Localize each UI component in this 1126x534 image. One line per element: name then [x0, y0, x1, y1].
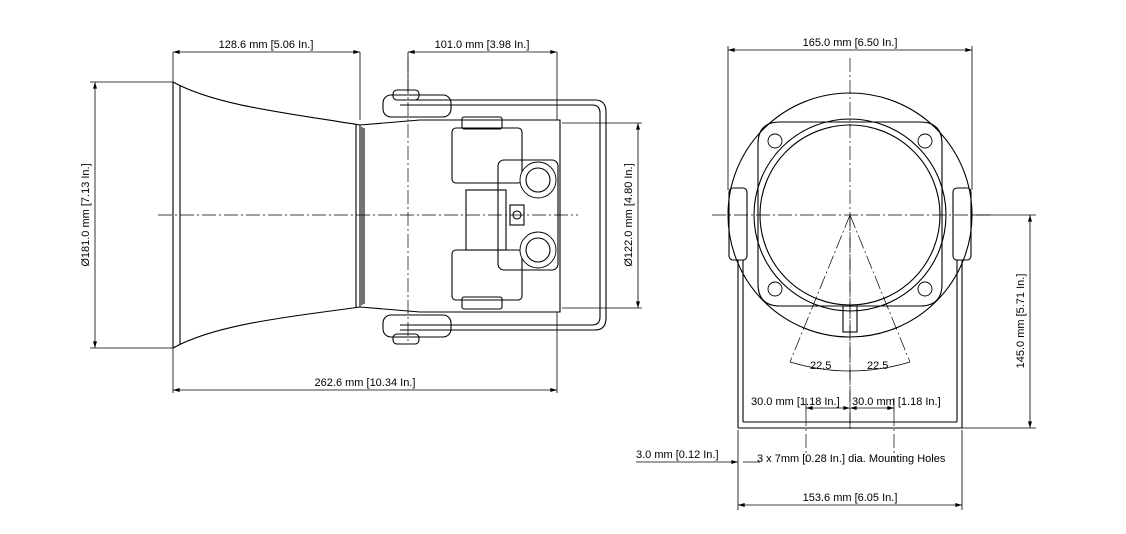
dim-overall-length: 262.6 mm [10.34 In.]	[172, 312, 558, 393]
dim-base-width-label: 153.6 mm [6.05 In.]	[803, 492, 898, 504]
side-view: 128.6 mm [5.06 In.] 101.0 mm [3.98 In.] …	[80, 39, 642, 393]
dim-front-height: 145.0 mm [5.71 In.]	[962, 214, 1036, 429]
dim-horn-length: 128.6 mm [5.06 In.]	[172, 39, 361, 120]
dim-body-diameter: Ø122.0 mm [4.80 In.]	[562, 122, 642, 309]
dim-front-width: 165.0 mm [6.50 In.]	[727, 37, 973, 190]
dim-horn-diameter: Ø181.0 mm [7.13 In.]	[80, 81, 173, 349]
dim-body-diameter-label: Ø122.0 mm [4.80 In.]	[623, 163, 635, 266]
clamp-block	[451, 116, 559, 310]
dim-front-height-label: 145.0 mm [5.71 In.]	[1015, 274, 1027, 369]
dim-horn-length-label: 128.6 mm [5.06 In.]	[219, 39, 314, 51]
front-view: 22.5 22.5 165.0 mm [6.50 In.] 145.0 mm […	[636, 37, 1036, 510]
angle-right-label: 22.5	[867, 360, 888, 372]
dim-horn-diameter-label: Ø181.0 mm [7.13 In.]	[80, 163, 92, 266]
mounting-holes-note: 3 x 7mm [0.28 In.] dia. Mounting Holes	[757, 453, 946, 465]
dim-bracket-thickness: 3.0 mm [0.12 In.]	[636, 449, 760, 464]
angle-indicator: 22.5 22.5	[789, 214, 911, 428]
dim-hole-spacing: 30.0 mm [1.18 In.] 30.0 mm [1.18 In.]	[751, 396, 941, 462]
dim-bracket-depth: 101.0 mm [3.98 In.]	[407, 39, 558, 120]
dim-overall-length-label: 262.6 mm [10.34 In.]	[315, 377, 416, 389]
flange-bolt-4	[917, 281, 933, 297]
dim-hole-spacing-left-label: 30.0 mm [1.18 In.]	[751, 396, 840, 408]
flange-bolt-2	[917, 133, 933, 149]
dim-hole-spacing-right-label: 30.0 mm [1.18 In.]	[852, 396, 941, 408]
dim-front-width-label: 165.0 mm [6.50 In.]	[803, 37, 898, 49]
horn-outline	[172, 81, 361, 349]
dim-bracket-thickness-label: 3.0 mm [0.12 In.]	[636, 449, 719, 461]
flange-bolt-3	[767, 281, 783, 297]
dim-base-width: 153.6 mm [6.05 In.]	[737, 430, 963, 510]
flange-bolt-1	[767, 133, 783, 149]
mounting-bracket-side	[382, 89, 607, 345]
speaker-body	[359, 119, 561, 313]
angle-left-label: 22.5	[810, 360, 831, 372]
dim-bracket-depth-label: 101.0 mm [3.98 In.]	[435, 39, 530, 51]
